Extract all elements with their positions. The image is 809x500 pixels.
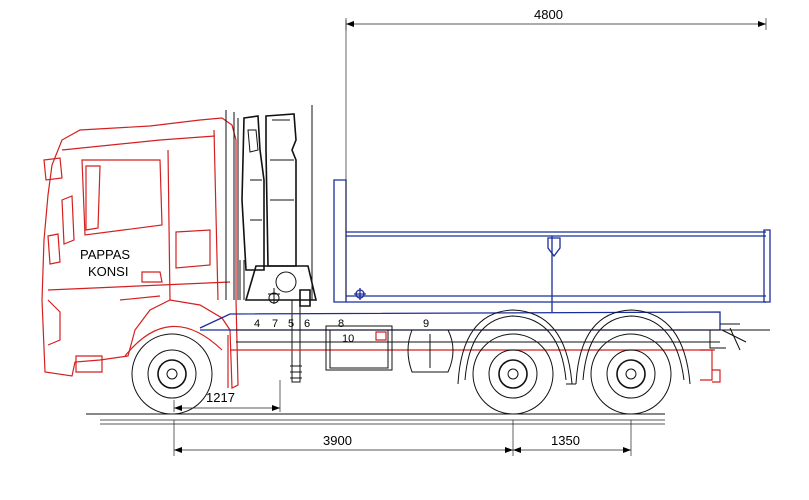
- dimension-tandem-spacing: 1350: [513, 420, 632, 456]
- component-number-10: 10: [342, 333, 354, 345]
- component-number-7: 7: [272, 318, 278, 330]
- truck-cab: PAPPAS KONSI: [41, 117, 239, 389]
- ground-line: [86, 413, 665, 425]
- component-number-8: 8: [338, 318, 344, 330]
- dropside-body: [199, 179, 771, 331]
- dimension-body-length: 4800: [345, 7, 767, 30]
- component-number-5: 5: [288, 318, 294, 330]
- rear-wheel-1: [457, 309, 573, 415]
- dimension-front-overhang: 1217: [173, 380, 281, 412]
- cab-label-line1: PAPPAS: [80, 247, 130, 262]
- loader-crane: [225, 105, 318, 383]
- component-number-9: 9: [423, 318, 429, 330]
- dimension-label-1350: 1350: [551, 433, 580, 448]
- dimension-label-3900: 3900: [323, 433, 352, 448]
- dimension-label-4800: 4800: [534, 7, 563, 22]
- cab-label-line2: KONSI: [88, 264, 128, 279]
- dimension-label-1217: 1217: [206, 390, 235, 405]
- component-numbers: 4 7 5 6 8 10 9: [254, 318, 429, 345]
- component-number-4: 4: [254, 318, 260, 330]
- dimension-wheelbase: 3900: [173, 420, 514, 456]
- rear-wheel-2: [575, 309, 691, 415]
- component-number-6: 6: [304, 318, 310, 330]
- chassis: [230, 20, 770, 383]
